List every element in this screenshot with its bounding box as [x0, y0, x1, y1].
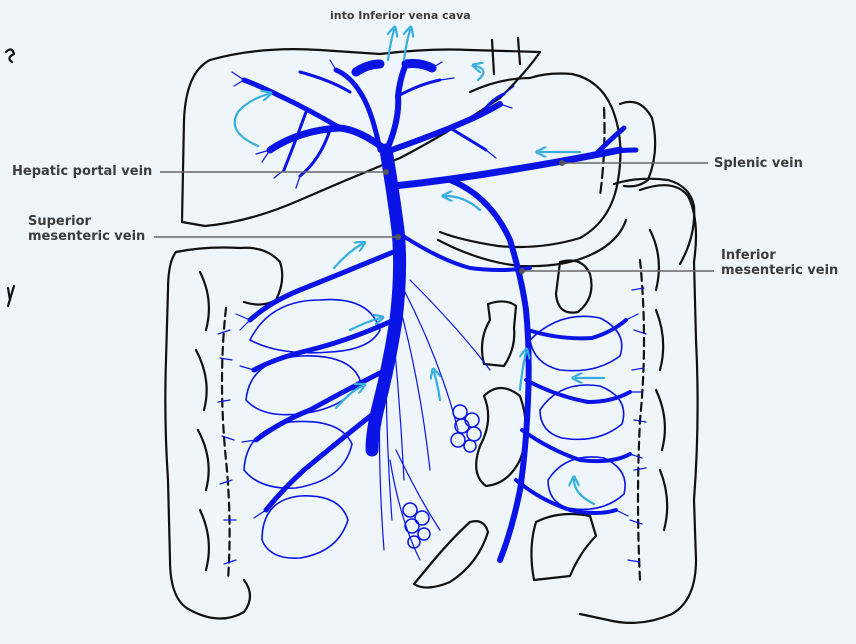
label-ivc-flow: into Inferior vena cava [330, 8, 471, 23]
label-inferior-mesenteric-vein: Inferior mesenteric vein [721, 248, 838, 278]
transverse-colon-loop [556, 261, 592, 313]
label-inferior-mesenteric-line2: mesenteric vein [721, 263, 838, 278]
label-superior-mesenteric-vein: Superior mesenteric vein [28, 214, 145, 244]
leader-lines [154, 160, 714, 274]
label-superior-mesenteric-line2: mesenteric vein [28, 229, 145, 244]
label-hepatic-portal-vein: Hepatic portal vein [12, 164, 152, 179]
pancreas-outline [438, 220, 626, 266]
label-superior-mesenteric-line1: Superior [28, 214, 145, 229]
label-splenic-vein: Splenic vein [714, 156, 803, 171]
label-inferior-mesenteric-line1: Inferior [721, 248, 838, 263]
